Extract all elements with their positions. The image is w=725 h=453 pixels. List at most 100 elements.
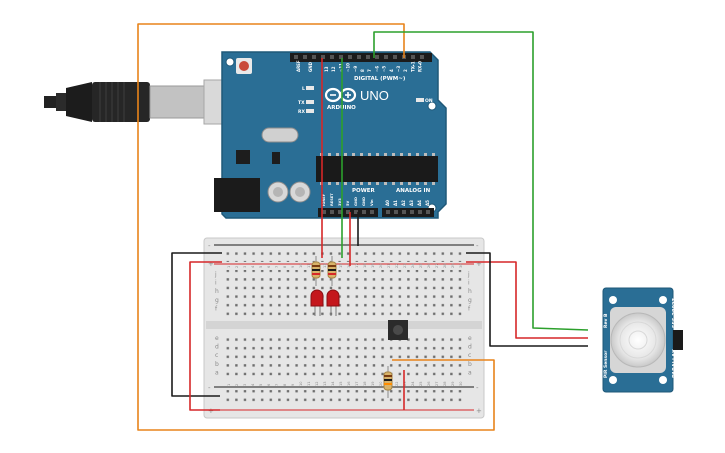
power-pin-label: Vin	[370, 199, 374, 206]
power-pin-label: RESET	[330, 193, 334, 206]
digital-pin-label: ~9	[353, 66, 358, 72]
analog-label: ANALOG IN	[396, 188, 431, 194]
wire-green	[373, 31, 589, 331]
led-tx-icon	[306, 100, 314, 104]
power-jack-icon	[214, 178, 260, 212]
aref-label: AREF	[296, 60, 301, 72]
column-number-label: 23	[403, 381, 407, 386]
column-number-label: 25	[419, 263, 423, 268]
push-button-icon	[388, 320, 408, 340]
column-number-label: 11	[307, 263, 311, 268]
row-letter-label: e	[215, 335, 219, 342]
analog-pin-label: A0	[385, 200, 390, 206]
arduino-logo-icon	[324, 87, 357, 103]
analog-pin-label: A4	[417, 200, 422, 206]
analog-pin-label: A5	[425, 200, 430, 206]
column-number-label: 13	[323, 263, 327, 268]
digital-pin-label: ~11	[338, 63, 343, 72]
column-number-label: 3	[243, 266, 247, 268]
rail-minus-top-left: -	[208, 242, 211, 250]
column-number-label: 17	[355, 263, 359, 268]
pir-dome-icon	[610, 312, 666, 368]
column-number-label: 28	[443, 381, 447, 386]
row-letter-label: j	[214, 271, 217, 278]
resistor	[383, 366, 393, 398]
column-number-label: 22	[395, 263, 399, 268]
row-letter-label: f	[215, 305, 218, 312]
row-letter-label: j	[467, 271, 470, 278]
power-pin-label: 5V	[346, 200, 350, 206]
column-number-label: 19	[371, 381, 375, 386]
led-rx-label: RX	[298, 109, 305, 115]
row-letter-label: g	[215, 297, 219, 304]
column-number-label: 6	[267, 383, 271, 386]
column-number-label: 14	[331, 381, 335, 386]
digital-pin-label: TX▸1	[410, 61, 415, 72]
column-number-label: 23	[403, 263, 407, 268]
power-pin-label: 3V3	[338, 198, 342, 206]
wire-red	[189, 261, 222, 411]
column-number-label: 29	[451, 263, 455, 268]
gnd-label: GND	[308, 61, 313, 72]
power-label: POWER	[352, 188, 376, 194]
analog-pin-label: A1	[393, 200, 398, 206]
column-number-label: 29	[451, 381, 455, 386]
red-led-icon	[326, 289, 340, 316]
digital-header-label: DIGITAL (PWM~)	[354, 76, 406, 82]
column-number-label: 8	[283, 265, 287, 268]
pir-header	[673, 330, 683, 350]
column-number-label: 9	[291, 383, 295, 386]
pir-label-rev: Rev B	[603, 313, 609, 328]
column-number-label: 19	[371, 263, 375, 268]
column-number-label: 1	[227, 266, 231, 268]
column-number-label: 30	[459, 263, 463, 268]
column-number-label: 22	[395, 381, 399, 386]
power-pin-label: GND	[362, 197, 366, 206]
row-letter-label: a	[468, 369, 472, 376]
digital-pin-label: 7	[367, 69, 372, 72]
row-letter-label: d	[215, 344, 219, 351]
wire-red	[466, 261, 588, 339]
resistor	[327, 256, 337, 286]
column-number-label: 24	[411, 263, 415, 268]
column-number-label: 24	[411, 381, 415, 386]
row-letter-label: b	[468, 361, 472, 368]
column-number-label: 7	[275, 266, 279, 268]
breadboard-column-labels: 1122334455667788991010111112121313141415…	[227, 263, 463, 386]
column-number-label: 15	[339, 263, 343, 268]
crystal-icon	[261, 127, 299, 143]
digital-pin-label: 8	[360, 69, 365, 72]
rail-plus-bottom-right: +	[476, 407, 482, 415]
column-number-label: 3	[243, 384, 247, 386]
wire-orange	[137, 23, 495, 431]
column-number-label: 18	[363, 263, 367, 268]
column-number-label: 5	[259, 266, 263, 268]
row-letter-label: g	[468, 297, 472, 304]
column-number-label: 7	[275, 384, 279, 386]
pir-label-side: PIR Sensor	[603, 350, 609, 378]
column-number-label: 16	[347, 381, 351, 386]
column-number-label: 5	[259, 384, 263, 386]
model-label: UNO	[360, 88, 389, 103]
column-number-label: 8	[283, 383, 287, 386]
analog-pin-label: A3	[409, 200, 414, 206]
column-number-label: 4	[251, 383, 255, 386]
column-number-label: 27	[435, 381, 439, 386]
wire-black	[171, 252, 222, 397]
row-letter-label: h	[468, 288, 472, 295]
pir-sensor: PARALLAX 555-28027 PIR Sensor Rev B	[602, 287, 683, 393]
digital-pin-label: 2	[403, 69, 408, 72]
resistor	[311, 256, 321, 286]
column-number-label: 16	[347, 263, 351, 268]
row-letter-label: a	[215, 369, 219, 376]
rail-minus-bottom-left: -	[208, 384, 211, 392]
regulator-icon	[236, 150, 250, 164]
column-number-label: 4	[251, 265, 255, 268]
reset-button-icon	[239, 61, 249, 71]
rail-plus-bottom-left: +	[208, 407, 214, 415]
